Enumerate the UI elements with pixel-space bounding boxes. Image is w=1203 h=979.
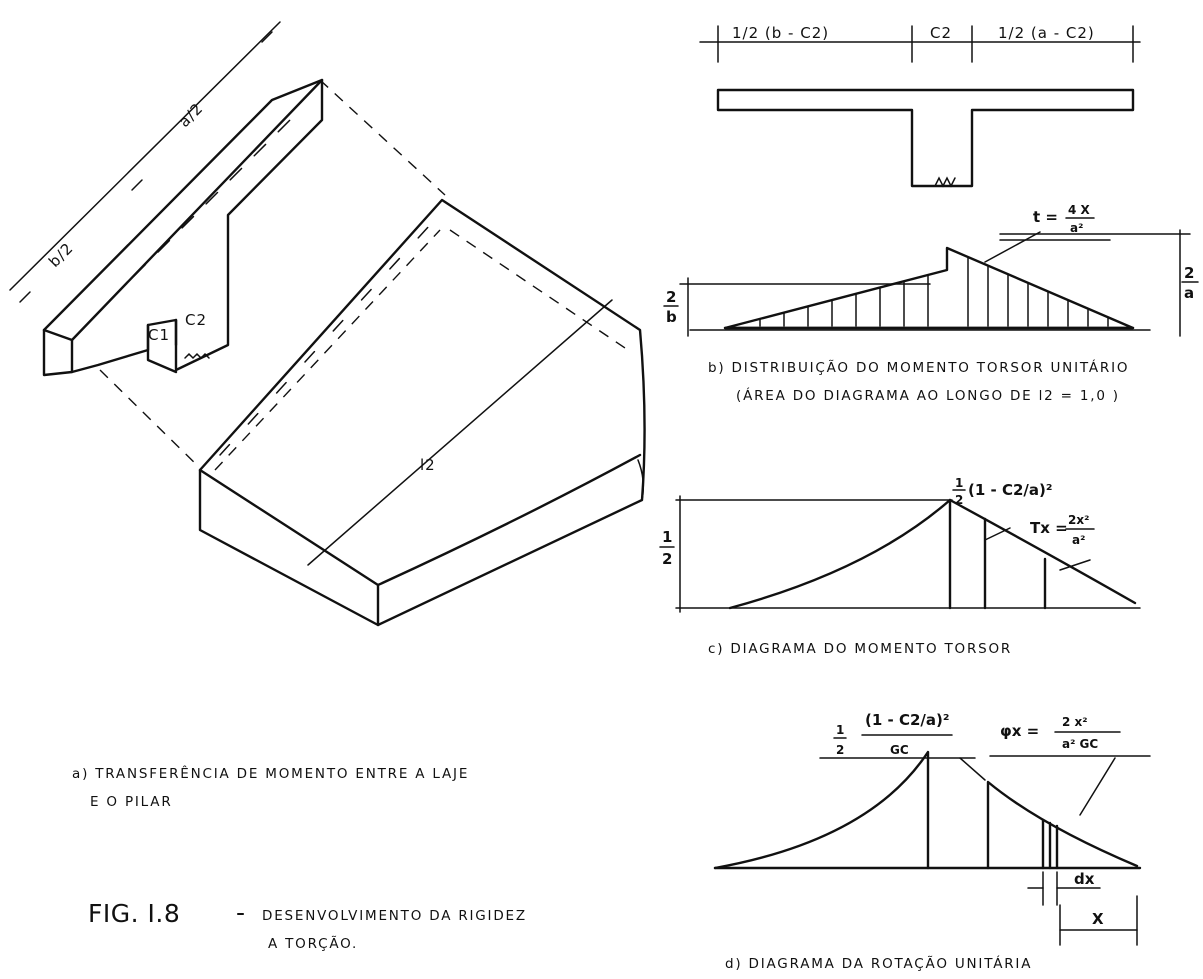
panel-d-rotation-diagram: 1 2 (1 - C2/a)² GC φx = 2 x² a² GC dx X … (713, 711, 1151, 972)
figure-title-line2: A TORÇÃO. (268, 935, 358, 952)
dimension-l2 (307, 299, 613, 566)
dim-left-label: 1/2 (b - C2) (732, 24, 829, 42)
rotation-curve-right (986, 780, 1139, 870)
torsion-distribution-shape (723, 246, 1135, 330)
label-c2: C2 (185, 311, 207, 329)
panel-b-distribution: t = 4 X a² 2 b 2 a b) DISTRIBUIÇÃO DO MO… (663, 203, 1199, 404)
slab-hidden-edge (449, 229, 629, 351)
caption-a-line2: E O PILAR (90, 794, 173, 810)
slab-hidden-edge (214, 229, 441, 471)
beam-front-edge (42, 328, 74, 342)
right-denominator: a (1184, 284, 1194, 302)
dim-mid-label: C2 (930, 24, 952, 42)
leader-phi (1079, 757, 1116, 816)
left-numerator: 2 (666, 288, 676, 306)
figure-number: FIG. I.8 (88, 899, 180, 928)
c-peak-half-den: 2 (955, 493, 963, 507)
tx-numerator: 2x² (1068, 513, 1089, 527)
figure-title: FIG. I.8 - DESENVOLVIMENTO DA RIGIDEZ A … (88, 898, 527, 952)
phi-numerator: 2 x² (1062, 715, 1088, 729)
slab-torsion-arrows (219, 224, 431, 456)
d-peak-numerator: (1 - C2/a)² (865, 711, 949, 729)
leader-tx (984, 527, 1011, 541)
t-denominator: a² (1070, 221, 1083, 235)
figure-dash: - (236, 898, 246, 927)
projection-line (319, 79, 446, 196)
c-peak-expression: (1 - C2/a)² (968, 481, 1052, 499)
t-numerator: 4 X (1068, 203, 1091, 217)
left-denominator: b (666, 308, 677, 326)
caption-b-line2: (ÁREA DO DIAGRAMA AO LONGO DE l2 = 1,0 ) (736, 387, 1120, 404)
beam-torsion-arrows (109, 109, 301, 301)
dim-tick (19, 291, 31, 303)
dim-tick (131, 179, 143, 191)
slab-front-edges (198, 453, 642, 627)
panel-c-moment-diagram: 1 2 (1 - C2/a)² Tx = 2x² a² 1 2 c) DIAGR… (659, 476, 1141, 657)
caption-c: c) DIAGRAMA DO MOMENTO TORSOR (708, 641, 1012, 657)
panel-b-section: 1/2 (b - C2) C2 1/2 (a - C2) (699, 24, 1141, 188)
tx-lhs: Tx = (1030, 519, 1068, 537)
c-peak-half-num: 1 (955, 476, 963, 490)
label-l2: l2 (420, 456, 436, 474)
caption-b-line1: b) DISTRIBUIÇÃO DO MOMENTO TORSOR UNITÁR… (708, 359, 1129, 376)
leader-peak (959, 757, 986, 781)
label-b-half: b/2 (45, 239, 77, 271)
caption-a-line1: a) TRANSFERÊNCIA DE MOMENTO ENTRE A LAJE (72, 764, 469, 782)
slab-curve (637, 459, 645, 501)
c-left-denominator: 2 (662, 550, 672, 568)
rotation-curve-left (713, 750, 930, 870)
distribution-hatching (759, 256, 1129, 327)
label-a-half: a/2 (175, 99, 207, 131)
section-break-mark (934, 176, 956, 188)
column-stub (146, 318, 178, 374)
right-numerator: 2 (1184, 264, 1194, 282)
phi-denominator: a² GC (1062, 737, 1098, 751)
moment-curve-left (728, 498, 952, 610)
dim-tick (261, 31, 273, 43)
label-c1: C1 (148, 326, 170, 344)
leader-tx (1059, 559, 1091, 571)
label-x: X (1092, 910, 1104, 928)
moment-curve-right (948, 498, 1137, 605)
dim-right-label: 1/2 (a - C2) (998, 24, 1095, 42)
d-peak-denominator: GC (890, 743, 909, 757)
leader-t (984, 231, 1041, 263)
t-lhs: t = (1033, 208, 1058, 226)
t-section-outline (716, 88, 1135, 188)
tx-denominator: a² (1072, 533, 1085, 547)
d-half-num: 1 (836, 723, 844, 737)
panel-a-isometric-drawing: b/2 a/2 C1 C2 l2 a) TRANSFERÊNCIA DE MOM… (9, 21, 646, 810)
phi-lhs: φx = (1000, 722, 1039, 740)
figure-title-line1: DESENVOLVIMENTO DA RIGIDEZ (262, 908, 527, 924)
slab (198, 198, 646, 627)
caption-d: d) DIAGRAMA DA ROTAÇÃO UNITÁRIA (725, 955, 1032, 972)
dimension-line-top (9, 21, 281, 291)
d-half-den: 2 (836, 743, 844, 757)
column-break-mark (184, 352, 210, 360)
c-left-numerator: 1 (662, 528, 672, 546)
projection-line (99, 369, 201, 469)
label-dx: dx (1074, 870, 1095, 888)
